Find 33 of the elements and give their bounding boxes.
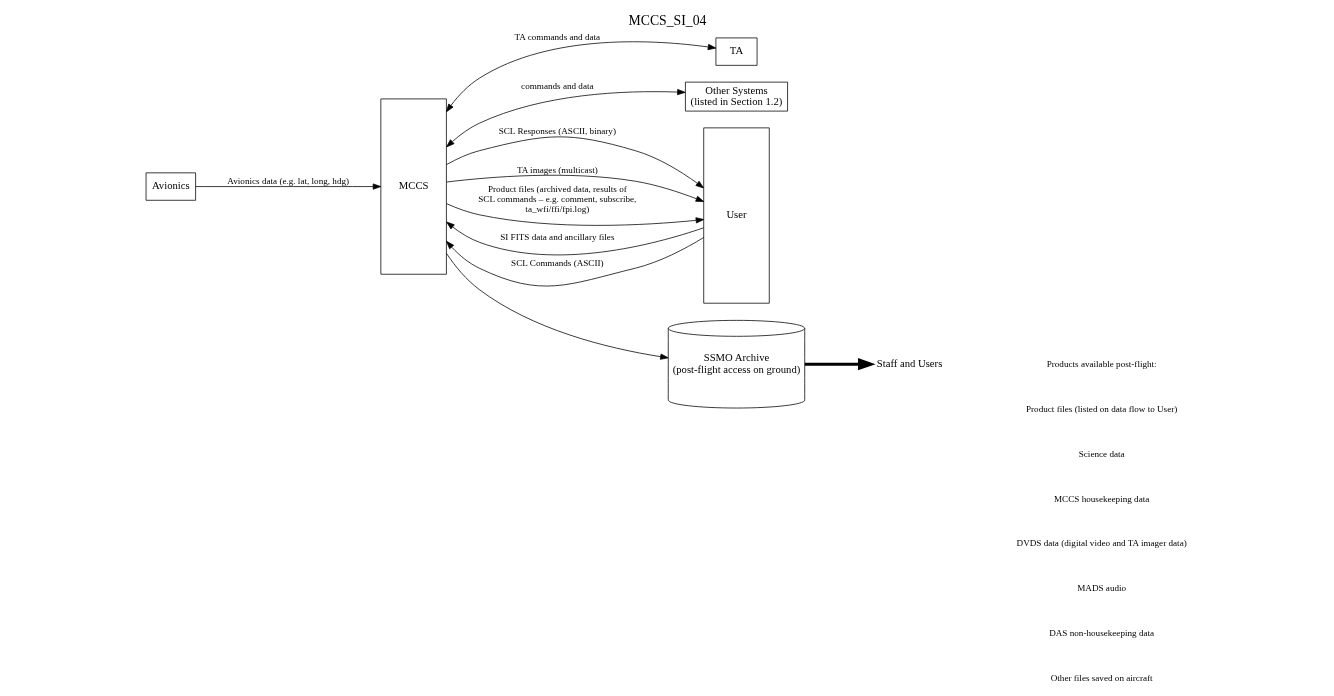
node-box: User bbox=[702, 127, 770, 304]
edge-label: SI FITS data and ancillary files bbox=[499, 231, 614, 242]
arrow bbox=[194, 183, 381, 190]
edge-label: SCL Responses (ASCII, binary) bbox=[498, 126, 616, 137]
diagram-title: MCCS_SI_04 bbox=[628, 13, 706, 29]
edge-label: Avionics data (e.g. lat, long, hdg) bbox=[226, 175, 349, 186]
node-box: Avionics bbox=[145, 172, 196, 201]
label: DAS non-housekeeping data bbox=[1048, 628, 1154, 639]
arrow bbox=[445, 252, 669, 360]
edge-label: Product files (archived data, results of SCL commands – e.g. comment, subscribe, ta_wfi/ffi/fpi.log) bbox=[477, 184, 636, 215]
node-text: Staff and Users bbox=[876, 357, 942, 370]
arrow bbox=[445, 89, 686, 148]
arrow bbox=[445, 203, 704, 226]
edge-label: SCL Commands (ASCII) bbox=[510, 257, 604, 268]
arrow bbox=[445, 41, 716, 113]
label: MADS audio bbox=[1076, 583, 1126, 594]
node-box: Other Systems (listed in Section 1.2) bbox=[684, 81, 788, 112]
label: MCCS housekeeping data bbox=[1053, 493, 1149, 504]
arrow bbox=[445, 221, 704, 256]
arrow bbox=[445, 136, 704, 189]
label: Products available post-flight: bbox=[1046, 358, 1157, 369]
node-box: TA bbox=[715, 37, 757, 66]
label: DVDS data (digital video and TA imager data) bbox=[1016, 538, 1187, 549]
arrow bbox=[804, 358, 876, 371]
arrow bbox=[445, 237, 704, 287]
node-box: MCCS bbox=[379, 98, 447, 275]
label: Product files (listed on data flow to User) bbox=[1025, 403, 1177, 414]
edge-label: TA commands and data bbox=[514, 31, 600, 42]
edge-label: commands and data bbox=[520, 81, 594, 92]
arrow bbox=[445, 174, 704, 202]
label: Science data bbox=[1078, 448, 1125, 459]
edge-label: TA images (multicast) bbox=[516, 164, 598, 175]
label: Other files saved on aircraft bbox=[1050, 673, 1153, 684]
